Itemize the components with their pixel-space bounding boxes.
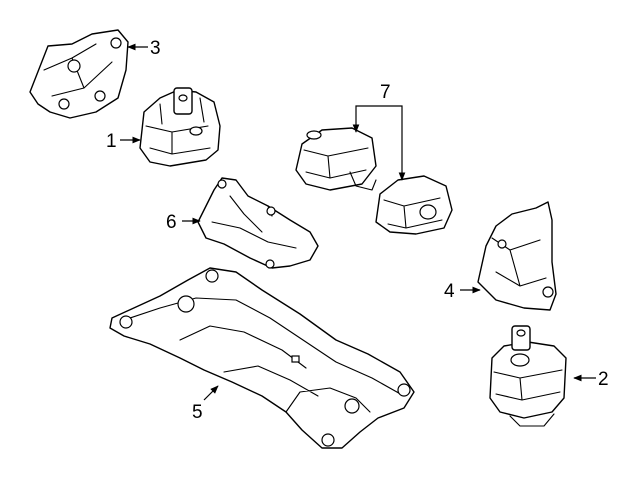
- bracket-3-bolt-hole: [67, 59, 81, 73]
- leader-5: [203, 385, 219, 401]
- callout-2: 2: [598, 369, 609, 390]
- crossmember-bolt-hole: [205, 269, 219, 283]
- bracket-3-bolt-hole: [58, 98, 70, 110]
- bracket-4-bolt-hole: [497, 239, 507, 249]
- bracket-3-bolt-hole: [94, 90, 106, 102]
- mount-2-bolt-hole: [516, 329, 526, 337]
- callout-3: 3: [150, 38, 161, 59]
- mount-2-bolt-hole: [510, 353, 530, 367]
- part-2-mount: [489, 325, 567, 427]
- part-5-crossmember: [109, 267, 415, 449]
- callout-7: 7: [380, 82, 391, 103]
- crossmember-bolt-hole: [321, 433, 335, 447]
- part-7-mount-right: [375, 175, 453, 235]
- part-4-bracket: [477, 201, 557, 311]
- callout-1: 1: [106, 131, 117, 152]
- callout-4: 4: [444, 281, 455, 302]
- part-6-bracket: [197, 177, 319, 269]
- callout-labels: 3 1 6 7 4 2 5: [106, 38, 609, 423]
- mount-7-bolt-hole: [419, 204, 437, 220]
- bracket-4-bolt-hole: [542, 286, 554, 298]
- bracket-6-bolt-hole: [266, 206, 276, 216]
- part-3-bracket: [29, 29, 129, 119]
- leader-lines: [120, 43, 596, 401]
- callout-6: 6: [166, 212, 177, 233]
- part-1-engine-mount: [139, 87, 221, 167]
- leader-7-right: [388, 105, 406, 181]
- crossmember-bolt-hole: [119, 315, 133, 329]
- crossmember-slot: [291, 355, 300, 363]
- crossmember-bolt-hole: [397, 383, 411, 397]
- bracket-3-bolt-hole: [110, 37, 122, 49]
- mount-1-bolt-hole: [178, 94, 188, 102]
- part-7-mount-left: [295, 127, 377, 191]
- crossmember-bolt-hole: [344, 398, 360, 414]
- bracket-6-bolt-hole: [217, 179, 227, 189]
- callout-5: 5: [192, 402, 203, 423]
- mount-7-bolt-hole: [306, 130, 322, 140]
- crossmember-bolt-hole: [177, 295, 195, 313]
- bracket-6-bolt-hole: [265, 259, 275, 269]
- leader-7-left: [352, 105, 388, 133]
- mount-1-bolt-hole: [189, 126, 203, 136]
